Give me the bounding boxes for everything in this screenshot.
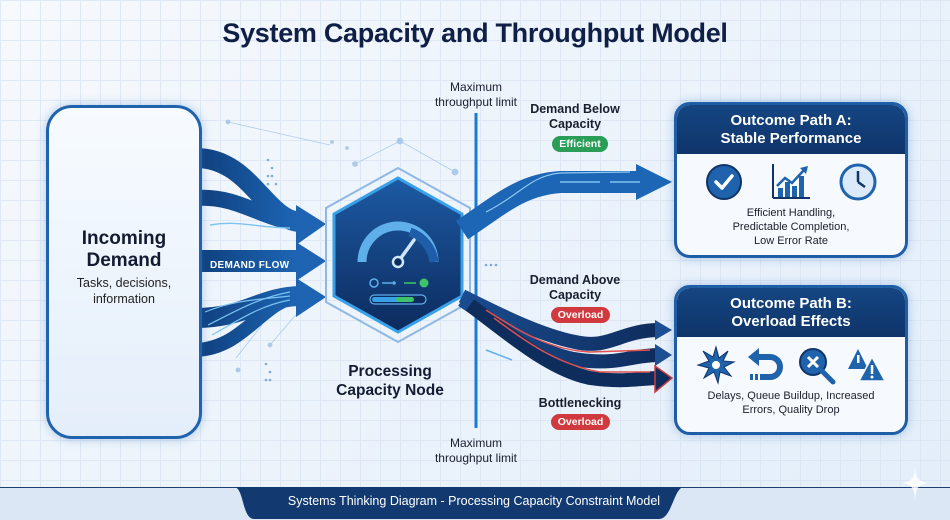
network-decoration	[225, 119, 459, 373]
outcome-path-b-card: Outcome Path B: Overload Effects Delays,…	[674, 285, 908, 435]
incoming-demand-box: Incoming Demand Tasks, decisions, inform…	[46, 105, 202, 439]
efficient-badge: Efficient	[552, 136, 608, 152]
search-error-icon	[799, 348, 836, 385]
double-warning-icon	[848, 349, 886, 382]
flow-arrowhead-2	[296, 242, 326, 281]
overload-badge-above: Overload	[551, 307, 610, 323]
flow-arrowhead-3	[296, 278, 326, 317]
incoming-demand-heading: Incoming Demand	[81, 228, 167, 271]
outcome-a-title: Outcome Path A: Stable Performance	[677, 105, 905, 154]
flow-arrowhead-1	[296, 205, 326, 245]
flow-arrow-2	[195, 189, 301, 230]
checkmark-circle-icon	[706, 164, 742, 200]
u-turn-arrow-icon	[748, 348, 783, 380]
rising-bar-chart-icon	[772, 164, 810, 199]
below-capacity-path	[455, 164, 672, 240]
footer-tab	[234, 487, 684, 519]
demand-flow-label: DEMAND FLOW	[210, 260, 290, 271]
incoming-flow-arrows	[195, 148, 326, 357]
flow-arrow-4	[195, 289, 302, 357]
above-capacity-heading: Demand Above Capacity	[529, 273, 621, 302]
outcome-b-icons	[677, 337, 905, 387]
outcome-b-title: Outcome Path B: Overload Effects	[677, 288, 905, 337]
bottlenecking-heading: Bottlenecking	[538, 396, 622, 410]
outcome-a-icons	[677, 154, 905, 204]
incoming-demand-subtitle: Tasks, decisions, information	[76, 276, 172, 306]
burst-icon	[696, 345, 736, 385]
dot-matrix-decoration	[264, 158, 498, 382]
outcome-a-description: Efficient Handling, Predictable Completi…	[732, 207, 850, 247]
sparkle-icon	[902, 467, 928, 501]
speedometer-gauge-icon	[357, 221, 439, 305]
outcome-path-a-card: Outcome Path A: Stable Performance Effic…	[674, 102, 908, 258]
overload-path	[458, 289, 674, 394]
outcome-b-description: Delays, Queue Buildup, Increased Errors,…	[707, 390, 875, 416]
max-limit-label-bottom: Maximum throughput limit	[434, 436, 518, 465]
below-capacity-heading: Demand Below Capacity	[530, 102, 620, 131]
flow-arrow-main	[196, 250, 298, 272]
max-limit-label-top: Maximum throughput limit	[434, 80, 518, 109]
processing-node-label: Processing Capacity Node	[336, 363, 444, 399]
overload-badge-bottleneck: Overload	[551, 414, 610, 430]
footer-caption: Systems Thinking Diagram - Processing Ca…	[287, 494, 661, 508]
processing-capacity-node	[325, 166, 471, 344]
page-title: System Capacity and Throughput Model	[222, 18, 728, 48]
clock-icon	[839, 163, 877, 201]
